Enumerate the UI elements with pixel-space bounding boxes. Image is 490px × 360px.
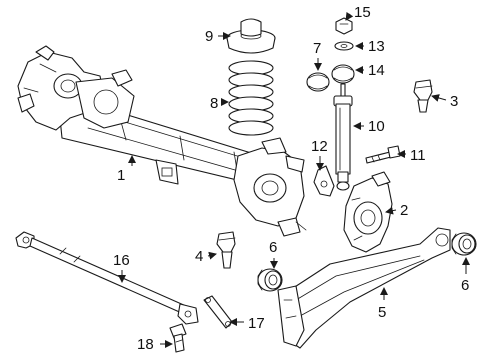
callout-16: 16 (113, 252, 130, 269)
callout-13: 13 (368, 38, 385, 55)
ball-joint-upper-part (413, 79, 433, 113)
coil-spring-part (228, 60, 274, 136)
callout-1: 1 (117, 167, 125, 184)
control-arm-part (277, 227, 451, 349)
link-part (203, 295, 233, 329)
leader-4 (207, 251, 217, 260)
callout-15: 15 (354, 4, 371, 21)
callout-3: 3 (450, 93, 458, 110)
callout-9: 9 (205, 28, 213, 45)
callout-8: 8 (210, 95, 218, 112)
callout-4: 4 (195, 248, 203, 265)
steering-knuckle-part (343, 171, 393, 253)
axle-housing-part (17, 45, 307, 237)
spring-isolator-part (226, 18, 276, 54)
callout-11: 11 (410, 147, 426, 164)
callout-17: 17 (248, 315, 265, 332)
bolt-lower-part (169, 323, 187, 353)
track-bar-part (15, 231, 199, 325)
nut-part (335, 17, 353, 35)
leader-2 (385, 206, 397, 215)
washer-part (334, 41, 354, 51)
bracket-part (313, 165, 335, 197)
lower-bushing-part (306, 72, 330, 92)
callout-7: 7 (313, 40, 321, 57)
callout-6a: 6 (269, 239, 277, 256)
callout-14: 14 (368, 62, 385, 79)
callout-2: 2 (400, 202, 408, 219)
callout-18: 18 (137, 336, 154, 353)
callout-10: 10 (368, 118, 385, 135)
callout-labels: 1 2 3 4 5 6 6 7 8 9 10 11 12 13 14 15 16… (113, 4, 469, 353)
callout-5: 5 (378, 304, 386, 321)
upper-bushing-part (331, 64, 355, 84)
bolt-part (365, 145, 401, 164)
leader-lines (118, 11, 470, 348)
shock-absorber-part (333, 83, 353, 191)
leader-15 (345, 11, 354, 21)
leader-3 (431, 94, 447, 102)
bushing-right-part (451, 232, 477, 256)
ball-joint-lower-part (216, 231, 236, 269)
callout-6b: 6 (461, 277, 469, 294)
bushing-left-part (257, 268, 283, 292)
callout-12: 12 (311, 138, 328, 155)
